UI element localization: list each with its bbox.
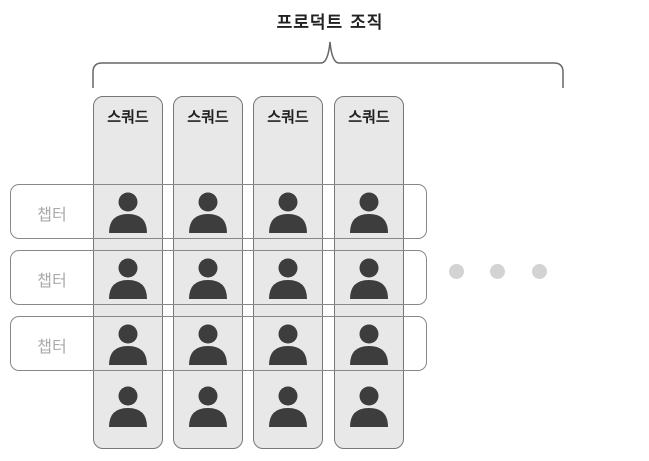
diagram-title: 프로덕트 조직 (276, 13, 384, 33)
chapter-label: 챕터 (37, 271, 67, 290)
squad-label: 스쿼드 (267, 108, 309, 126)
ellipsis-dot-icon (449, 264, 464, 279)
person-icon (349, 257, 389, 301)
person-icon (188, 257, 228, 301)
chapter-row: 챕터 (10, 250, 427, 305)
person-icon (108, 191, 148, 235)
person-icon (268, 385, 308, 429)
person-icon (268, 191, 308, 235)
chapter-row: 챕터 (10, 316, 427, 371)
squad-label: 스쿼드 (187, 108, 229, 126)
person-icon (188, 385, 228, 429)
chapter-label: 챕터 (37, 205, 67, 224)
person-icon (268, 323, 308, 367)
person-icon (349, 385, 389, 429)
chapter-label: 챕터 (37, 337, 67, 356)
chapter-row: 챕터 (10, 184, 427, 239)
squad-label: 스쿼드 (107, 108, 149, 126)
person-icon (188, 323, 228, 367)
person-icon (349, 323, 389, 367)
person-icon (108, 323, 148, 367)
ellipsis-dot-icon (490, 264, 505, 279)
person-icon (188, 191, 228, 235)
ellipsis-dot-icon (532, 264, 547, 279)
squad-label: 스쿼드 (348, 108, 390, 126)
brace-icon (92, 41, 564, 88)
person-icon (108, 257, 148, 301)
person-icon (108, 385, 148, 429)
person-icon (268, 257, 308, 301)
person-icon (349, 191, 389, 235)
